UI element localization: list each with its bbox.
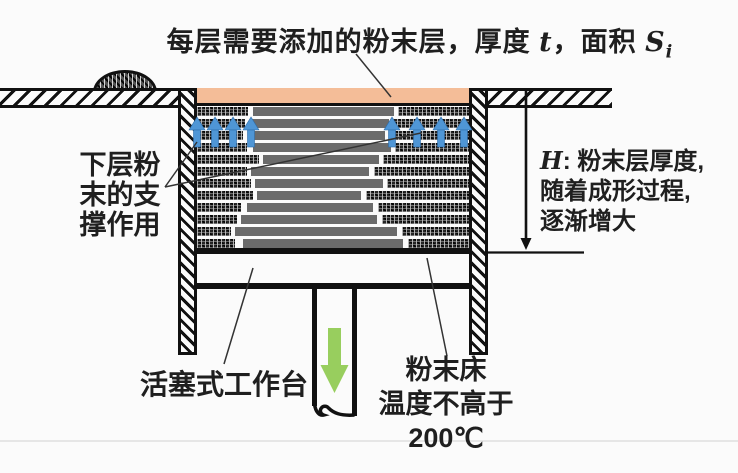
powder-bed-label: 粉末床 温度不高于 200℃ bbox=[368, 353, 524, 455]
sintered-layer-bar bbox=[263, 155, 379, 164]
left-table-surface bbox=[0, 88, 178, 108]
powder-layer-row bbox=[197, 191, 469, 200]
height-note-line3: 逐渐增大 bbox=[540, 208, 636, 235]
piston-plate-line bbox=[197, 283, 469, 289]
piston-table-label: 活塞式工作台 bbox=[140, 369, 309, 400]
powder-layer-row bbox=[197, 203, 469, 212]
powder-layer-row bbox=[197, 227, 469, 236]
sintered-layer-bar bbox=[253, 143, 391, 152]
support-label: 下层粉 末的支 撑作用 bbox=[65, 150, 175, 240]
powder-speckle-right bbox=[395, 143, 469, 152]
new-powder-layer bbox=[197, 88, 469, 106]
sintered-layer-bar bbox=[257, 191, 361, 200]
powder-speckle-right bbox=[383, 155, 469, 164]
powder-speckle-left bbox=[197, 167, 247, 176]
top-label: 每层需要添加的粉末层，厚度 t，面积 Si bbox=[130, 20, 710, 62]
powder-speckle-left bbox=[197, 131, 243, 140]
powder-layer-row bbox=[197, 215, 469, 224]
sintered-layer-bar bbox=[253, 107, 394, 116]
powder-bed-line1: 粉末床 bbox=[405, 355, 487, 385]
powder-stack bbox=[197, 107, 469, 251]
thickness-symbol: t bbox=[539, 27, 553, 58]
powder-speckle-left bbox=[197, 239, 235, 248]
powder-speckle-left bbox=[197, 215, 237, 224]
top-label-text: 每层需要添加的粉末层，厚度 bbox=[166, 27, 540, 57]
powder-speckle-left bbox=[197, 179, 251, 188]
sintered-layer-bar bbox=[243, 239, 403, 248]
height-note-line1: H: 粉末层厚度, bbox=[540, 146, 705, 175]
powder-bed-bottom-line bbox=[197, 248, 469, 254]
powder-speckle-right bbox=[402, 227, 469, 236]
area-symbol: Si bbox=[645, 27, 674, 63]
powder-speckle-left bbox=[197, 107, 248, 116]
sintered-layer-bar bbox=[247, 203, 373, 212]
height-note-label: H: 粉末层厚度, 随着成形过程, 逐渐增大 bbox=[540, 146, 738, 237]
piston-rod bbox=[312, 289, 357, 417]
powder-speckle-left bbox=[197, 119, 245, 128]
powder-bed-label-leader bbox=[426, 257, 448, 357]
powder-speckle-right bbox=[390, 131, 469, 140]
powder-layer-row bbox=[197, 155, 469, 164]
page-divider-line bbox=[0, 440, 738, 442]
sintered-layer-bar bbox=[251, 167, 369, 176]
powder-speckle-right bbox=[393, 119, 469, 128]
powder-speckle-left bbox=[197, 143, 247, 152]
powder-layer-row bbox=[197, 143, 469, 152]
down-arrow-icon bbox=[320, 328, 349, 393]
left-cylinder-wall bbox=[178, 88, 197, 355]
powder-layer-row bbox=[197, 119, 469, 128]
right-cylinder-wall bbox=[469, 88, 488, 355]
powder-layer-row bbox=[197, 239, 469, 248]
powder-bed-line2: 温度不高于 bbox=[378, 389, 514, 419]
support-label-line1: 下层粉 bbox=[79, 150, 161, 180]
powder-layer-row bbox=[197, 131, 469, 140]
powder-speckle-left bbox=[197, 203, 241, 212]
sintered-layer-bar bbox=[251, 131, 385, 140]
powder-speckle-right bbox=[374, 167, 469, 176]
height-note-line2: 随着成形过程, bbox=[540, 178, 691, 205]
sintered-layer-bar bbox=[251, 119, 389, 128]
powder-speckle-right bbox=[408, 239, 469, 248]
rod-break-squiggle bbox=[312, 403, 355, 417]
powder-speckle-left bbox=[197, 191, 253, 200]
powder-speckle-right bbox=[387, 179, 469, 188]
powder-speckle-right bbox=[382, 215, 469, 224]
powder-bed-line3: 200℃ bbox=[408, 423, 484, 453]
powder-speckle-left bbox=[197, 227, 231, 236]
powder-speckle-right bbox=[366, 191, 469, 200]
dimension-arrowhead-icon bbox=[520, 238, 532, 250]
powder-layer-row bbox=[197, 107, 469, 116]
support-label-line3: 撑作用 bbox=[79, 210, 161, 240]
powder-layer-row bbox=[197, 167, 469, 176]
sintered-layer-bar bbox=[255, 179, 383, 188]
support-label-line2: 末的支 bbox=[79, 180, 161, 210]
right-table-surface bbox=[487, 88, 612, 108]
top-label-mid: ，面积 bbox=[552, 27, 646, 57]
sintered-layer-bar bbox=[241, 215, 377, 224]
powder-layer-row bbox=[197, 179, 469, 188]
powder-speckle-left bbox=[197, 155, 259, 164]
height-symbol: H bbox=[540, 146, 563, 175]
powder-speckle-right bbox=[378, 203, 469, 212]
sintered-layer-bar bbox=[235, 227, 397, 236]
powder-speckle-right bbox=[398, 107, 469, 116]
